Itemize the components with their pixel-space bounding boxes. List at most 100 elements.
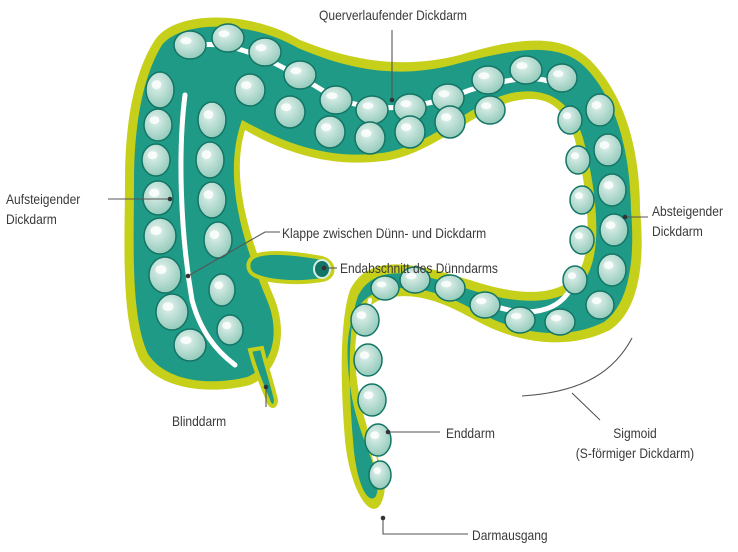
label-ileocecal-valve: Klappe zwischen Dünn- und Dickdarm: [282, 224, 486, 242]
haustra-highlight: [214, 281, 223, 289]
haustra-highlight: [148, 151, 158, 159]
haustra-bump: [284, 61, 316, 89]
haustra-highlight: [326, 92, 337, 99]
haustra-bump: [586, 94, 614, 126]
haustra-highlight: [162, 302, 173, 311]
haustra-highlight: [575, 192, 583, 199]
haustra-highlight: [401, 123, 412, 131]
haustra-bump: [371, 276, 399, 300]
haustra-highlight: [476, 298, 487, 305]
haustra-highlight: [441, 113, 452, 121]
haustra-bump: [594, 134, 622, 166]
haustra-highlight: [592, 297, 602, 304]
label-descending-colon-line1: Absteigender: [652, 202, 723, 220]
haustra-highlight: [373, 467, 381, 474]
haustra-bump: [198, 102, 226, 138]
haustra-highlight: [478, 72, 489, 79]
haustra-bump: [563, 266, 587, 294]
haustra-bump: [545, 309, 575, 335]
haustra-bump: [249, 38, 281, 66]
haustra-bump: [174, 31, 206, 59]
haustra-highlight: [438, 90, 449, 97]
label-rectum: Enddarm: [446, 424, 495, 442]
haustra-bump: [146, 72, 174, 108]
haustra-highlight: [150, 226, 161, 235]
haustra-bump: [198, 182, 226, 218]
haustra-highlight: [357, 311, 367, 319]
haustra-highlight: [571, 152, 579, 159]
label-appendix: Blinddarm: [172, 412, 226, 430]
haustra-bump: [510, 56, 542, 84]
haustra-highlight: [281, 103, 292, 111]
haustra-highlight: [180, 336, 191, 344]
haustra-bump: [475, 96, 505, 124]
haustra-bump: [395, 116, 425, 148]
label-anus: Darmausgang: [472, 526, 548, 544]
haustra-bump: [174, 329, 206, 361]
haustra-bump: [358, 384, 386, 416]
haustra-highlight: [551, 315, 562, 322]
haustra-highlight: [362, 102, 373, 109]
haustra-highlight: [150, 116, 160, 124]
haustra-highlight: [516, 62, 527, 69]
haustra-bump: [144, 218, 176, 254]
haustra-bump: [369, 461, 391, 489]
haustra-highlight: [481, 102, 492, 109]
haustra-bump: [586, 291, 614, 319]
haustra-bump: [149, 257, 181, 293]
haustra-bump: [354, 344, 382, 376]
haustra-bump: [204, 222, 232, 258]
haustra-highlight: [563, 112, 571, 119]
haustra-bump: [156, 294, 188, 330]
haustra-bump: [566, 146, 590, 174]
haustra-highlight: [210, 230, 220, 239]
haustra-highlight: [290, 67, 301, 74]
haustra-highlight: [255, 44, 266, 51]
haustra-highlight: [575, 232, 583, 239]
haustra-highlight: [511, 313, 522, 320]
haustra-highlight: [180, 37, 191, 44]
haustra-highlight: [364, 391, 374, 399]
haustra-highlight: [600, 141, 610, 149]
haustra-bump: [547, 64, 577, 92]
haustra-bump: [217, 315, 243, 345]
haustra-bump: [558, 106, 582, 134]
label-sigmoid-line2: (S-förmiger Dickdarm): [571, 444, 700, 462]
haustra-bump: [598, 254, 626, 286]
haustra-bump: [570, 226, 594, 254]
haustra-bump: [470, 292, 500, 318]
haustra-highlight: [152, 80, 162, 89]
haustra-highlight: [241, 81, 252, 89]
haustra-highlight: [202, 150, 212, 159]
haustra-highlight: [400, 100, 411, 107]
haustra-highlight: [606, 221, 616, 229]
haustra-highlight: [370, 431, 379, 439]
haustra-bump: [235, 74, 265, 106]
label-transverse-colon: Querverlaufender Dickdarm: [286, 6, 501, 24]
haustra-highlight: [568, 272, 576, 279]
haustra-highlight: [218, 30, 229, 37]
haustra-highlight: [360, 351, 370, 359]
haustra-bump: [209, 274, 235, 306]
haustra-bump: [355, 122, 385, 154]
haustra-highlight: [321, 123, 332, 131]
haustra-bump: [144, 109, 172, 141]
haustra-bump: [505, 307, 535, 333]
haustra-highlight: [441, 281, 452, 288]
haustra-bump: [142, 144, 170, 176]
label-descending-colon-line2: Dickdarm: [652, 222, 703, 240]
haustra-highlight: [222, 322, 231, 330]
haustra-bump: [275, 96, 305, 128]
haustra-highlight: [155, 265, 166, 274]
haustra-highlight: [204, 190, 214, 199]
haustra-bump: [196, 142, 224, 178]
haustra-bump: [212, 24, 244, 52]
haustra-bump: [320, 86, 352, 114]
haustra-bump: [351, 304, 379, 336]
haustra-bump: [598, 174, 626, 206]
label-ascending-colon-line1: Aufsteigender: [6, 190, 80, 208]
haustra-highlight: [592, 101, 602, 109]
haustra-bump: [365, 424, 391, 456]
label-sigmoid-line1: Sigmoid: [571, 424, 700, 442]
